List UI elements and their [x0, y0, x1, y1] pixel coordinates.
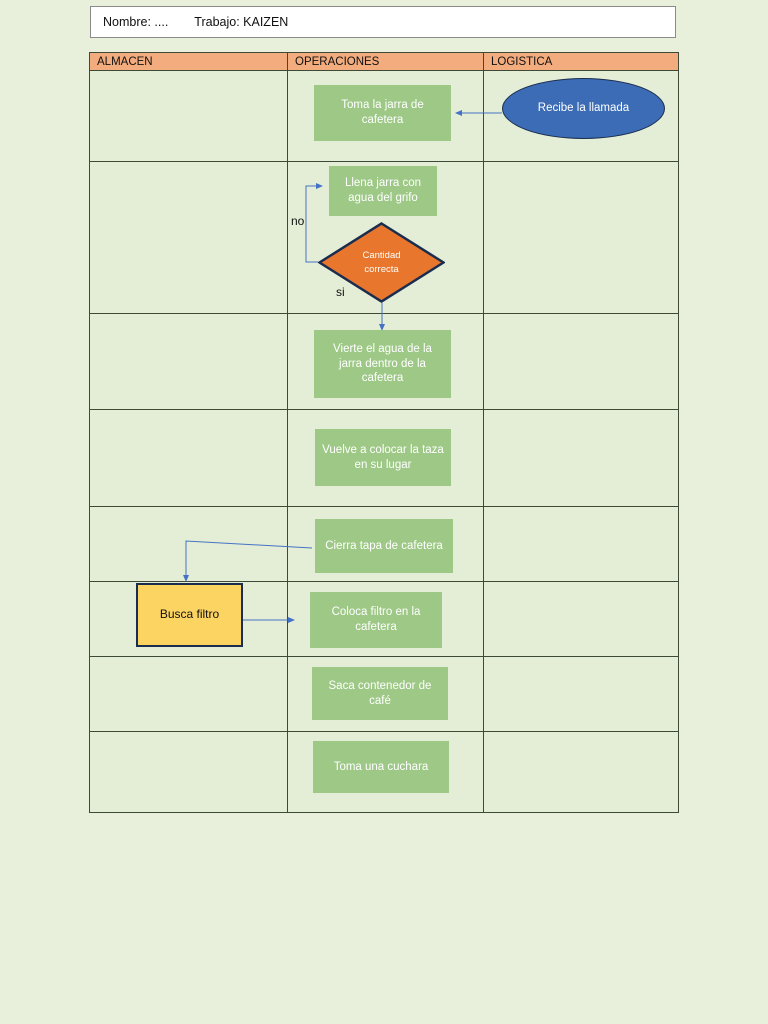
lane-header-row: ALMACEN OPERACIONES LOGISTICA [90, 53, 678, 71]
row-divider-2 [90, 313, 678, 314]
header-info-bar: Nombre: .... Trabajo: KAIZEN [90, 6, 676, 38]
node-llena-jarra[interactable]: Llena jarra con agua del grifo [329, 166, 437, 216]
node-vuelve-colocar-label: Vuelve a colocar la taza en su lugar [322, 443, 444, 471]
lane-divider-2 [483, 71, 484, 812]
node-recibe-llamada[interactable]: Recibe la llamada [502, 78, 665, 139]
node-busca-filtro-label: Busca filtro [159, 607, 220, 622]
lane-header-logistica-label: LOGISTICA [491, 55, 553, 68]
job-field-label: Trabajo: KAIZEN [194, 15, 289, 29]
row-divider-1 [90, 161, 678, 162]
row-divider-7 [90, 731, 678, 732]
node-cierra-tapa-label: Cierra tapa de cafetera [325, 539, 443, 552]
lane-header-almacen-label: ALMACEN [97, 55, 153, 68]
node-saca-contenedor[interactable]: Saca contenedor de café [312, 667, 448, 720]
node-cierra-tapa[interactable]: Cierra tapa de cafetera [315, 519, 453, 573]
row-divider-5 [90, 581, 678, 582]
node-toma-jarra-label: Toma la jarra de cafetera [341, 99, 424, 126]
branch-label-no: no [291, 214, 305, 228]
node-recibe-llamada-label: Recibe la llamada [537, 102, 630, 115]
node-toma-cuchara-label: Toma una cuchara [333, 760, 429, 773]
node-llena-jarra-label: Llena jarra con agua del grifo [344, 177, 422, 204]
branch-label-si: si [336, 285, 345, 299]
lane-header-almacen: ALMACEN [90, 53, 287, 70]
lane-header-operaciones-label: OPERACIONES [295, 55, 380, 68]
row-divider-6 [90, 656, 678, 657]
node-coloca-filtro[interactable]: Coloca filtro en la cafetera [310, 592, 442, 648]
lane-header-logistica: LOGISTICA [483, 53, 680, 70]
row-divider-3 [90, 409, 678, 410]
diamond-shape [318, 222, 445, 303]
lane-divider-1 [287, 71, 288, 812]
node-vierte-agua[interactable]: Vierte el agua de la jarra dentro de la … [314, 330, 451, 398]
node-toma-cuchara[interactable]: Toma una cuchara [313, 741, 449, 793]
name-field-label: Nombre: .... [103, 15, 169, 29]
node-vuelve-colocar[interactable]: Vuelve a colocar la taza en su lugar [315, 429, 451, 486]
node-busca-filtro[interactable]: Busca filtro [136, 583, 243, 647]
node-coloca-filtro-label: Coloca filtro en la cafetera [331, 606, 421, 633]
lane-header-operaciones: OPERACIONES [287, 53, 483, 70]
node-vierte-agua-label: Vierte el agua de la jarra dentro de la … [333, 342, 432, 385]
row-divider-4 [90, 506, 678, 507]
node-saca-contenedor-label: Saca contenedor de café [328, 679, 432, 707]
node-toma-jarra[interactable]: Toma la jarra de cafetera [314, 85, 451, 141]
